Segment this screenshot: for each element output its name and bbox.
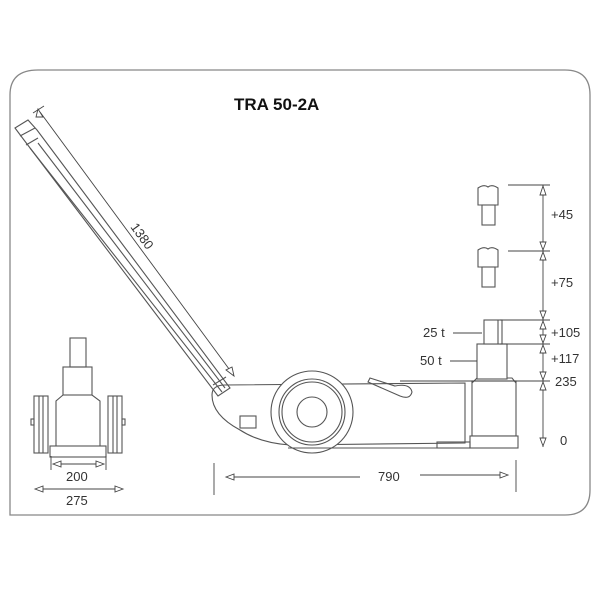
model-title: TRA 50-2A	[234, 95, 319, 114]
handle-length-dimension	[32, 105, 235, 378]
length-dimension	[213, 460, 517, 495]
front-inner-width-label: 200	[66, 469, 88, 484]
handle-length-label: 1380	[128, 220, 157, 252]
min-height-label: 235	[555, 374, 577, 389]
handle	[14, 119, 231, 397]
stage-50t-height-label: +117	[551, 351, 579, 366]
front-width-dimensions	[33, 456, 125, 493]
ground-label: 0	[560, 433, 567, 448]
extension-piece-1	[477, 185, 499, 226]
stage-25t-height-label: +105	[551, 325, 580, 340]
extension-1-label: +45	[551, 207, 573, 222]
length-label: 790	[378, 469, 400, 484]
extension-2-label: +75	[551, 275, 573, 290]
front-outer-width-label: 275	[66, 493, 88, 508]
height-dimension-chain	[400, 184, 550, 448]
jack-body	[211, 370, 466, 454]
capacity-25t-label: 25 t	[423, 325, 445, 340]
drawing-frame	[9, 69, 591, 516]
cylinder	[288, 319, 519, 449]
front-view	[30, 337, 126, 458]
extension-piece-2	[477, 247, 499, 288]
capacity-50t-label: 50 t	[420, 353, 442, 368]
